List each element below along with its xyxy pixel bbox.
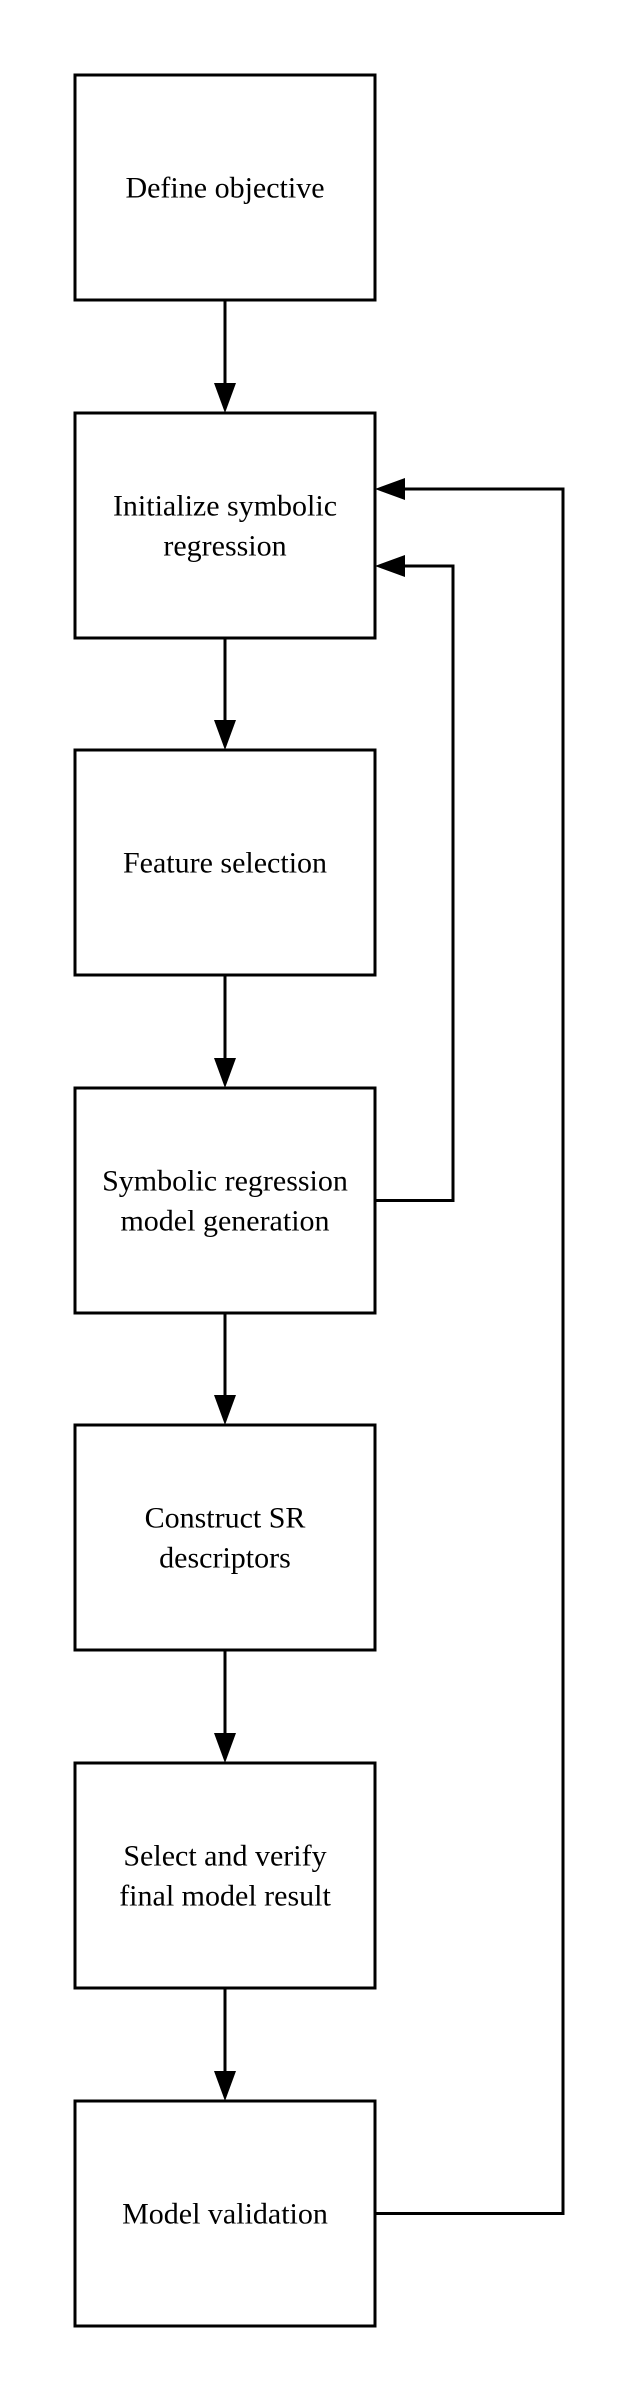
flow-arrowhead-4: [214, 1733, 236, 1763]
feedback-arrow-6: [375, 564, 455, 1202]
node-box: [73, 411, 377, 640]
node-construct-sr-descriptors: Construct SR descriptors: [73, 1423, 377, 1652]
node-box: [73, 1423, 377, 1652]
node-label: Model validation: [122, 2198, 328, 2231]
node-label: regression: [163, 530, 286, 563]
feedback-arrowhead-7: [375, 478, 405, 500]
node-label: Feature selection: [123, 847, 327, 880]
node-feature-selection: Feature selection: [73, 748, 377, 977]
node-define-objective: Define objective: [73, 73, 377, 302]
node-box: [73, 1761, 377, 1990]
node-label: Symbolic regression: [102, 1165, 348, 1198]
feedback-arrowhead-6: [375, 555, 405, 577]
flow-arrowhead-2: [214, 1058, 236, 1088]
node-box: [73, 748, 377, 977]
flow-arrowhead-1: [214, 720, 236, 750]
node-sr-model-generation: Symbolic regression model generation: [73, 1086, 377, 1315]
node-label: Select and verify: [123, 1840, 326, 1873]
node-label: Define objective: [125, 172, 324, 205]
node-select-verify: Select and verify final model result: [73, 1761, 377, 1990]
flow-arrowhead-0: [214, 383, 236, 413]
node-initialize-sr: Initialize symbolic regression: [73, 411, 377, 640]
node-box: [73, 1086, 377, 1315]
flow-arrowhead-5: [214, 2071, 236, 2101]
node-label: Initialize symbolic: [113, 490, 337, 523]
node-label: model generation: [120, 1205, 329, 1238]
node-label: Construct SR: [145, 1502, 306, 1535]
node-label: final model result: [119, 1880, 331, 1913]
node-model-validation: Model validation: [73, 2099, 377, 2328]
edges-layer: [214, 300, 565, 2215]
feedback-arrow-7: [375, 487, 565, 2215]
node-box: [73, 73, 377, 302]
flow-arrowhead-3: [214, 1395, 236, 1425]
node-label: descriptors: [159, 1542, 291, 1575]
node-box: [73, 2099, 377, 2328]
